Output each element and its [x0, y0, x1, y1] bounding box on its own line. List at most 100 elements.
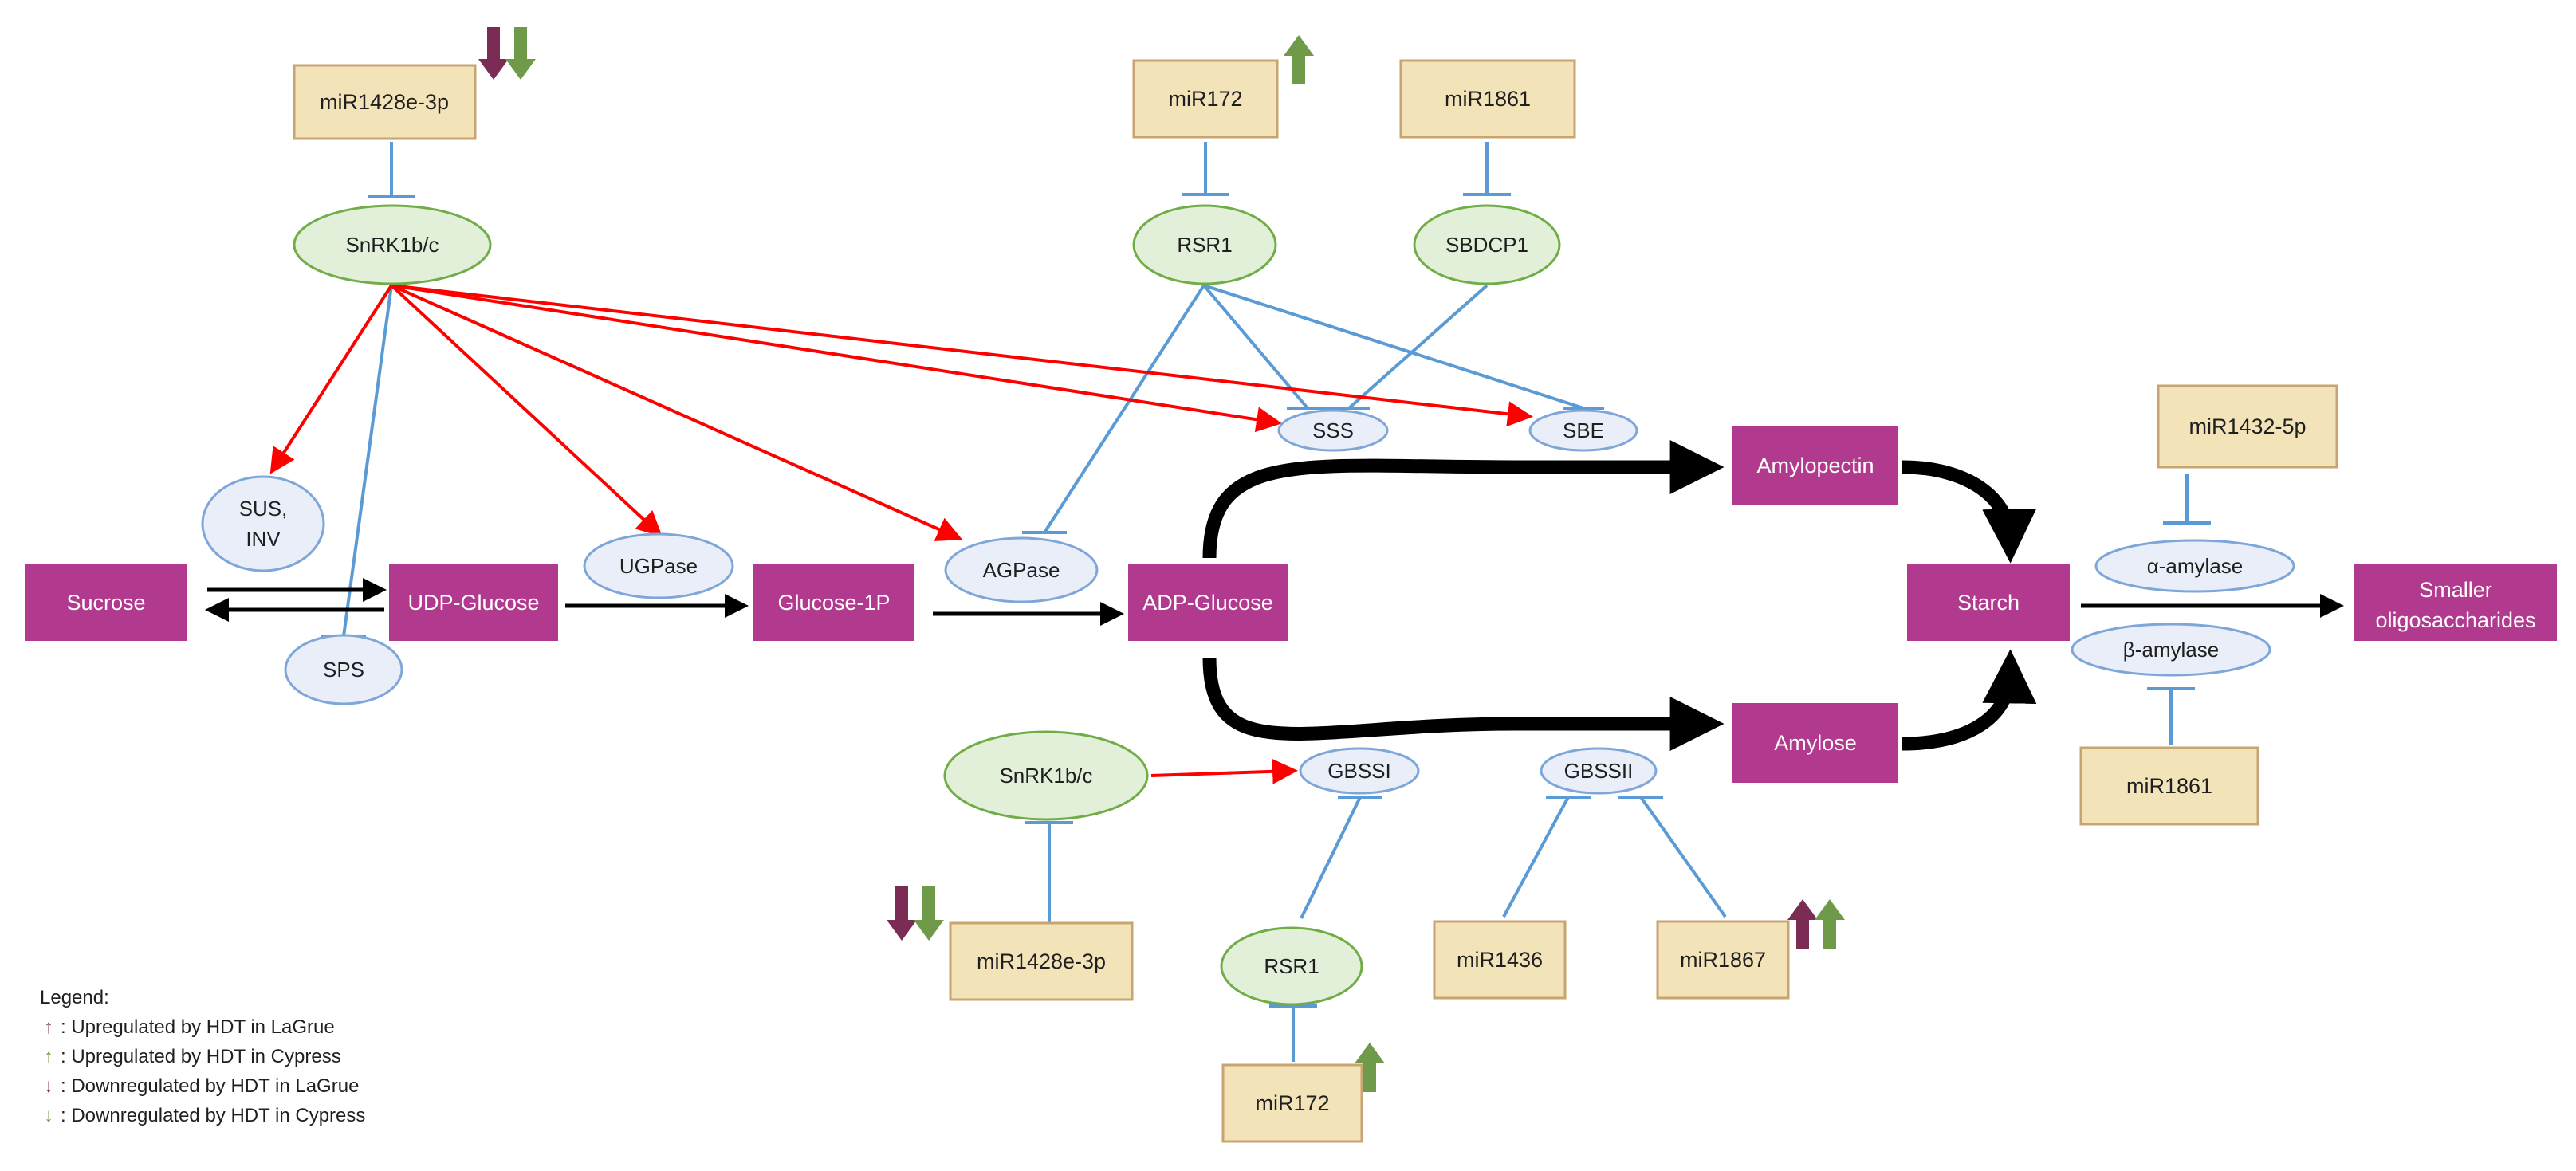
- up-arrow-cypress-icon: [1284, 35, 1314, 84]
- gbssii-label: GBSSII: [1564, 759, 1634, 783]
- mir1428-bottom-label: miR1428e-3p: [977, 949, 1106, 973]
- sucrose-label: Sucrose: [66, 591, 145, 615]
- legend-item-down-cypress: ↓ : Downregulated by HDT in Cypress: [40, 1101, 365, 1130]
- legend: Legend: ↑ : Upregulated by HDT in LaGrue…: [40, 983, 365, 1130]
- activation-edges: [269, 284, 1533, 784]
- rsr1-top-label: RSR1: [1177, 233, 1232, 257]
- up-arrow-cypress-icon: [1355, 1043, 1385, 1092]
- activation-snrk1-ugpase: [390, 284, 663, 537]
- enzyme-ellipse: [1299, 747, 1420, 795]
- legend-item-label: : Upregulated by HDT in LaGrue: [61, 1016, 335, 1038]
- activation-snrk1-gbssi: [1150, 758, 1298, 784]
- up-arrow-cypress-icon: ↑: [44, 1046, 53, 1067]
- legend-item-label: : Upregulated by HDT in Cypress: [61, 1046, 341, 1067]
- enzyme-ellipse: [943, 730, 1149, 821]
- flow-adp-glucose-amylopectin: [1202, 440, 1725, 559]
- mirna-box: [2157, 384, 2338, 469]
- adp-glucose-label: ADP-Glucose: [1142, 591, 1273, 615]
- mirna-box: [1221, 1063, 1363, 1143]
- down-arrow-cypress-icon: [505, 27, 536, 80]
- activation-snrk1-sbe: [391, 284, 1533, 427]
- flow-amylopectin-starch: [1902, 460, 2037, 564]
- inhibition-rsr1-gbssi: [1300, 796, 1362, 919]
- down-arrow-cypress-icon: ↓: [44, 1105, 53, 1126]
- udp-glucose-label: UDP-Glucose: [407, 591, 539, 615]
- enzyme-ellipse: [2094, 539, 2295, 593]
- mir1428-top-label: miR1428e-3p: [320, 90, 449, 114]
- sus-inv-label-line1: SUS,: [239, 497, 288, 521]
- smaller-oligosaccharides-label-line2: oligosaccharides: [2375, 608, 2535, 632]
- legend-item-up-cypress: ↑ : Upregulated by HDT in Cypress: [40, 1042, 365, 1071]
- inhibition-sbdcp1-sss: [1347, 284, 1489, 410]
- metabolite-box: [1732, 426, 1898, 505]
- enzyme-ellipse: [1220, 926, 1363, 1006]
- sps-label: SPS: [323, 658, 364, 682]
- beta-amylase-label: β-amylase: [2123, 638, 2219, 662]
- inhibition-rsr1-sbe: [1203, 284, 1584, 410]
- enzyme-ellipse: [944, 536, 1099, 603]
- regulation-indicators: [478, 27, 1845, 1092]
- sbdcp1-label: SBDCP1: [1445, 233, 1528, 257]
- snrk1-top-label: SnRK1b/c: [345, 233, 439, 257]
- metabolite-nodes: Sucrose UDP-Glucose Glucose-1P ADP-Gluco…: [25, 426, 2557, 783]
- activation-snrk1-sus-inv: [269, 284, 393, 474]
- down-arrow-cypress-icon: [914, 886, 944, 941]
- inhibition-rsr1-agpase: [1043, 284, 1205, 534]
- metabolite-box: [25, 564, 187, 641]
- enzyme-ellipse: [201, 475, 325, 572]
- legend-item-label: : Downregulated by HDT in LaGrue: [61, 1075, 360, 1097]
- inhibition-edges: [321, 142, 2211, 1062]
- alpha-amylase-label: α-amylase: [2147, 554, 2244, 578]
- mir1861-top-label: miR1861: [1445, 87, 1531, 111]
- up-arrow-lagrue-icon: ↑: [44, 1016, 53, 1038]
- activation-snrk1-agpase: [391, 284, 963, 541]
- mirna-box: [1433, 920, 1567, 1000]
- metabolite-box: [1732, 703, 1898, 783]
- metabolite-box: [1128, 564, 1288, 641]
- inhibition-mir1436-gbssii: [1502, 796, 1570, 918]
- rsr1-bottom-label: RSR1: [1264, 954, 1319, 978]
- sss-label: SSS: [1312, 418, 1354, 442]
- metabolite-box: [1907, 564, 2070, 641]
- activation-snrk1-sss: [391, 284, 1282, 433]
- mir1432-label: miR1432-5p: [2189, 415, 2306, 438]
- metabolite-box: [753, 564, 914, 641]
- agpase-label: AGPase: [983, 558, 1060, 582]
- mirna-box: [1132, 59, 1279, 139]
- mirna-nodes: miR1428e-3p miR172 miR1861 miR1432-5p mi…: [293, 59, 2338, 1143]
- mirna-box: [1399, 59, 1576, 139]
- enzyme-ellipse: [583, 532, 734, 599]
- snrk1-bottom-label: SnRK1b/c: [999, 764, 1092, 788]
- gbssi-label: GBSSI: [1327, 759, 1390, 783]
- mir1867-label: miR1867: [1680, 948, 1766, 972]
- legend-item-label: : Downregulated by HDT in Cypress: [61, 1105, 366, 1126]
- mirna-box: [949, 921, 1134, 1001]
- legend-item-down-lagrue: ↓ : Downregulated by HDT in LaGrue: [40, 1071, 365, 1101]
- starch-label: Starch: [1957, 591, 2020, 615]
- ugpase-label: UGPase: [619, 554, 698, 578]
- down-arrow-lagrue-icon: [887, 886, 917, 941]
- enzyme-nodes: SnRK1b/c RSR1 SBDCP1 SUS, INV SPS UGPase…: [201, 204, 2295, 1006]
- enzyme-ellipse: [2071, 623, 2271, 677]
- inhibition-mir1867-gbssii: [1639, 796, 1727, 918]
- mir1861-right-label: miR1861: [2126, 774, 2212, 798]
- mir1436-label: miR1436: [1457, 948, 1543, 972]
- sbe-label: SBE: [1563, 418, 1604, 442]
- enzyme-ellipse: [1413, 204, 1561, 285]
- mir172-bottom-label: miR172: [1255, 1091, 1329, 1115]
- mirna-box: [293, 64, 477, 140]
- metabolite-box: [389, 564, 558, 641]
- amylose-label: Amylose: [1774, 731, 1857, 755]
- smaller-oligosaccharides-label-line1: Smaller: [2419, 578, 2492, 602]
- up-arrow-lagrue-icon: [1787, 899, 1818, 949]
- amylopectin-label: Amylopectin: [1756, 454, 1874, 477]
- sus-inv-label-line2: INV: [246, 527, 281, 551]
- enzyme-ellipse: [1528, 409, 1638, 452]
- enzyme-ellipse: [1540, 747, 1658, 795]
- down-arrow-lagrue-icon: ↓: [44, 1075, 53, 1097]
- flow-amylose-starch: [1902, 649, 2037, 751]
- mirna-box: [2079, 746, 2259, 826]
- flow-adp-glucose-amylose: [1202, 657, 1725, 751]
- metabolite-box: [2354, 564, 2557, 641]
